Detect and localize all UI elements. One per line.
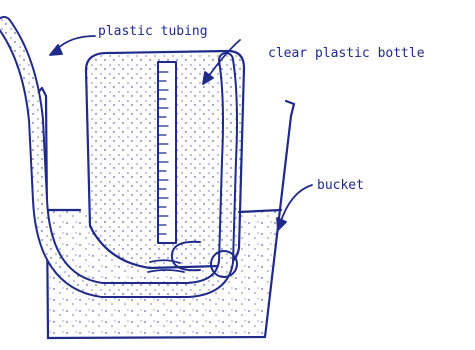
- label-plastic-tubing: plastic tubing: [98, 24, 208, 39]
- label-clear-plastic-bottle: clear plastic bottle: [268, 46, 425, 61]
- bucket-bottom: [48, 337, 265, 338]
- measuring-scale: [158, 62, 176, 243]
- label-bucket: bucket: [317, 178, 364, 193]
- tubing-arrow: [56, 36, 95, 50]
- bucket-arrow: [280, 185, 312, 224]
